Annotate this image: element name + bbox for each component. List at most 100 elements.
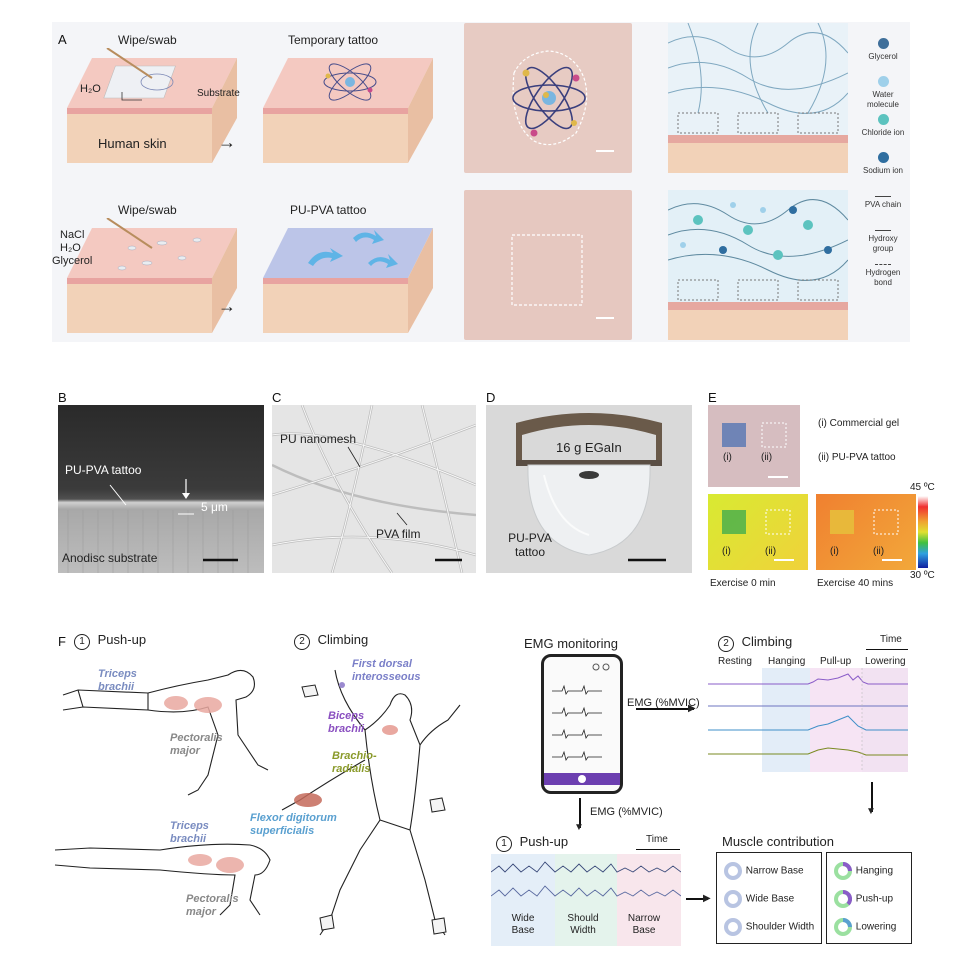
panel-c-letter: C <box>272 390 282 405</box>
climbing-figure <box>281 669 461 936</box>
legend-item: Hydroxy group <box>860 224 906 254</box>
climbing-title: Climbing <box>317 632 369 647</box>
pu-pva-legend: (ii) PU-PVA tattoo <box>818 452 896 463</box>
row2-tattoo-title: PU-PVA tattoo <box>290 203 367 217</box>
panel-f-letter: F <box>58 634 66 649</box>
donut-push-up-label: Push-up <box>855 893 894 905</box>
donut-shoulder-width-label: Shoulder Width <box>745 921 815 933</box>
climbing-number-badge: 2 <box>294 634 310 650</box>
pushup-figure-top <box>62 669 269 796</box>
photo-ii-label: (ii) <box>761 452 773 463</box>
legend-label: Chloride ion <box>861 128 905 137</box>
phone-app-mockup <box>541 654 623 794</box>
pushup-figure-bottom <box>54 843 271 916</box>
phase-hanging: Hanging <box>768 656 806 667</box>
donut-icon <box>724 862 742 880</box>
phase-lowering: Lowering <box>865 656 906 667</box>
h2o-label: H₂O <box>80 83 101 95</box>
donut-lowering-label: Lowering <box>855 921 897 933</box>
sem-cross-section-image <box>58 405 264 573</box>
caption-0min: Exercise 0 min <box>710 578 776 589</box>
photo-i-label: (i) <box>723 452 732 463</box>
donut-shoulder-width: Shoulder Width <box>723 917 814 937</box>
climbing-to-contribution-head: ▼ <box>866 806 876 817</box>
legend-item: PVA chain <box>860 190 906 210</box>
donut-wide-base: Wide Base <box>723 889 794 909</box>
climbing-time-label: Time <box>880 634 902 645</box>
climbing-chart-title: Climbing <box>741 634 793 649</box>
tattoo-on-skin-photo <box>464 23 632 173</box>
row1-wipe-title: Wipe/swab <box>118 33 177 47</box>
legend-line-icon <box>875 190 891 197</box>
donut-push-up: Push-up <box>833 889 893 909</box>
network-diagram-row2 <box>667 190 849 340</box>
pushup-time-label: Time <box>646 834 668 845</box>
pushup-chart-title: Push-up <box>519 834 569 849</box>
legend-label: PVA chain <box>864 200 902 209</box>
tattoo-label-d: PU-PVA tattoo <box>508 531 552 559</box>
colorbar-min-label: 30 ºC <box>910 570 935 581</box>
pu-pva-layer-label: PU-PVA tattoo <box>65 463 142 477</box>
pushup-heading: 1 Push-up <box>74 632 146 650</box>
pva-film-label: PVA film <box>376 527 421 541</box>
climbing-contribution-box: Hanging Push-up Lowering <box>826 852 912 944</box>
row2-skin-block-right <box>263 228 433 333</box>
legend-item: Sodium ion <box>860 152 906 176</box>
panel-e-letter: E <box>708 390 717 405</box>
emg-arrow-down-label: EMG (%MVIC) <box>590 806 663 818</box>
row2-skin-block-left <box>67 218 237 333</box>
load-bearing-photo <box>486 405 692 573</box>
phase-narrow-base: Narrow Base <box>627 913 661 936</box>
legend-dot-icon <box>877 38 889 49</box>
pu-nanomesh-label: PU nanomesh <box>280 432 357 446</box>
anodisc-label: Anodisc substrate <box>62 551 158 565</box>
thermal0-i: (i) <box>722 546 731 557</box>
pectoralis-label-top: Pectoralis major <box>170 732 223 757</box>
donut-lowering: Lowering <box>833 917 896 937</box>
donut-wide-base-label: Wide Base <box>745 893 795 905</box>
emg-arrow-down-head: ▼ <box>574 822 584 833</box>
legend-label: Water molecule <box>866 90 899 109</box>
phase-pullup: Pull-up <box>820 656 852 667</box>
thermal-image-40min <box>816 494 916 570</box>
thermal40-ii: (ii) <box>873 546 885 557</box>
row1-skin-block-left <box>67 48 237 163</box>
substrate-label: Substrate <box>197 88 240 99</box>
climbing-chart-heading: 2 Climbing <box>718 634 792 652</box>
thermal-image-0min <box>708 494 808 570</box>
emg-monitoring-title: EMG monitoring <box>524 636 618 651</box>
nanomesh-sem-image <box>271 404 477 574</box>
pushup-to-contribution-head: ▶ <box>703 893 711 904</box>
donut-icon <box>724 918 742 936</box>
donut-icon <box>834 918 852 936</box>
pushup-title: Push-up <box>97 632 147 647</box>
pushup-chart-heading: 1 Push-up <box>496 834 568 852</box>
row1-tattoo-title: Temporary tattoo <box>288 33 379 47</box>
legend-item: Chloride ion <box>860 114 906 138</box>
colorbar-max-label: 45 ºC <box>910 482 935 493</box>
flexor-label: Flexor digitorum superficialis <box>250 812 337 837</box>
row1-arrow-icon: → <box>218 132 236 152</box>
commercial-gel-legend: (i) Commercial gel <box>818 418 900 429</box>
ingredient-h2o: H₂O <box>60 242 81 254</box>
legend-line-icon <box>875 258 891 265</box>
pushup-emg-chart <box>491 854 681 946</box>
phase-shoulder-width: Should Width <box>567 913 599 936</box>
row2-wipe-title: Wipe/swab <box>118 203 177 217</box>
pu-pva-tattoo-photo <box>464 190 632 340</box>
legend-dot-icon <box>877 114 889 125</box>
phase-resting: Resting <box>718 656 752 667</box>
first-dorsal-label: First dorsal interosseous <box>352 658 421 683</box>
gel-vs-tattoo-photo <box>708 405 800 487</box>
brachioradialis-label: Brachio- radialis <box>332 750 377 775</box>
legend-item: Water molecule <box>860 76 906 110</box>
ingredient-glycerol: Glycerol <box>52 255 93 267</box>
thermal40-i: (i) <box>830 546 839 557</box>
pectoralis-label-bottom: Pectoralis major <box>186 893 239 918</box>
pushup-to-contribution-arrow <box>686 898 708 900</box>
pushup-time-arrow <box>636 849 680 851</box>
panel-d-letter: D <box>486 390 496 405</box>
legend-label: Glycerol <box>868 52 898 61</box>
legend-label: Hydroxy group <box>868 234 898 253</box>
emg-arrow-right-icon <box>636 708 694 710</box>
